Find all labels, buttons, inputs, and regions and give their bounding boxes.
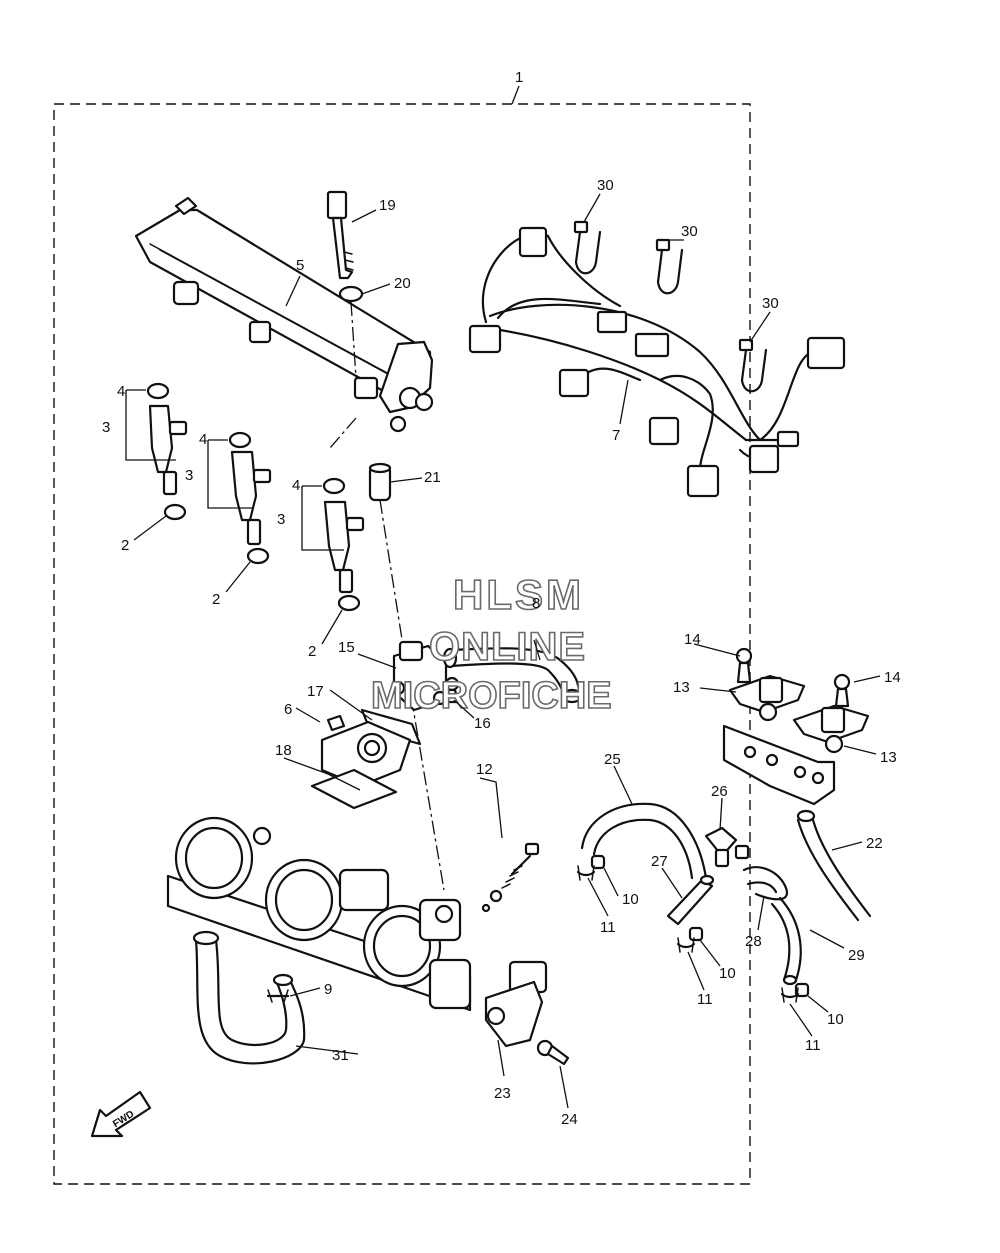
callout-29: 29 [848,947,865,964]
injector-left[interactable] [146,382,188,521]
callout-4a: 4 [117,383,125,400]
hose-8[interactable] [442,647,583,704]
callout-4b: 4 [199,431,207,448]
callout-17: 17 [307,683,324,700]
injector-right[interactable] [322,477,365,612]
callout-2a: 2 [121,537,129,554]
callouts: 1 19 5 20 4 3 4 3 4 3 21 2 2 2 30 30 30 … [102,69,901,1128]
callout-14a: 14 [684,631,701,648]
callout-21: 21 [424,469,441,486]
washer-20[interactable] [338,285,364,303]
leader-lines [125,193,881,1109]
bolt-24[interactable] [536,1039,570,1066]
callout-4c: 4 [292,477,300,494]
clip-30-bottom[interactable] [738,338,768,393]
hose-27[interactable] [666,874,715,926]
hose-25[interactable] [580,802,708,880]
watermark-line1: HLSM [453,571,584,618]
callout-13a: 13 [673,679,690,696]
callout-9: 9 [324,981,332,998]
callout-13b: 13 [880,749,897,766]
callout-19: 19 [379,197,396,214]
joint-26[interactable] [704,826,750,868]
callout-10a: 10 [622,891,639,908]
callout-31: 31 [332,1047,349,1064]
callout-1: 1 [515,69,523,86]
fwd-arrow-icon [90,1090,152,1138]
callout-7: 7 [612,427,620,444]
callout-10b: 10 [719,965,736,982]
callout-26: 26 [711,783,728,800]
bolt-14-left[interactable] [735,647,753,684]
bolt-19[interactable] [326,190,354,280]
watermark-line3: MICROFICHE [371,675,612,717]
mounting-plate[interactable] [722,724,836,806]
callout-11c: 11 [805,1037,821,1054]
watermark-line2: ONLINE [429,625,586,669]
callout-27: 27 [651,853,668,870]
callout-20: 20 [394,275,411,292]
bracket-13-upper[interactable] [728,674,806,722]
callout-5: 5 [296,257,304,274]
gasket-18[interactable] [310,768,398,810]
cap-10-upper[interactable] [590,854,606,870]
callout-6: 6 [284,701,292,718]
cap-10-lower[interactable] [794,982,810,998]
clip-11-upper[interactable] [576,865,596,881]
callout-2b: 2 [212,591,220,608]
clip-30-middle[interactable] [655,238,684,295]
wire-harness[interactable] [468,226,846,498]
callout-16: 16 [474,715,491,732]
hose-22[interactable] [796,809,872,922]
clamp-9[interactable] [266,989,290,1003]
callout-14b: 14 [884,669,901,686]
fuel-rail[interactable] [134,196,434,433]
callout-22: 22 [866,835,883,852]
callout-15: 15 [338,639,355,656]
bolt-16[interactable] [444,676,460,704]
cap-10-middle[interactable] [688,926,704,942]
callout-18: 18 [275,742,292,759]
injector-middle[interactable] [228,431,272,565]
callout-3a: 3 [102,419,110,436]
bolt-14-right[interactable] [833,673,851,708]
callout-3c: 3 [277,511,285,528]
callout-30a: 30 [597,177,614,194]
callout-24: 24 [561,1111,578,1128]
callout-2c: 2 [308,643,316,660]
spring-kit-12[interactable] [481,842,540,913]
callout-10c: 10 [827,1011,844,1028]
callout-3b: 3 [185,467,193,484]
callout-23: 23 [494,1085,511,1102]
sensor-23[interactable] [484,960,548,1048]
clip-11-lower[interactable] [780,987,800,1003]
hose-29[interactable] [770,896,802,986]
callout-30b: 30 [681,223,698,240]
callout-11b: 11 [697,991,713,1008]
hose-28[interactable] [742,866,789,901]
collar-21[interactable] [368,462,392,502]
callout-12: 12 [476,761,493,778]
callout-25: 25 [604,751,621,768]
callout-11a: 11 [600,919,616,936]
clip-30-top[interactable] [573,220,602,275]
assembly-boundary-frame [53,103,751,1185]
bracket-13-lower[interactable] [792,704,870,754]
hose-31[interactable] [192,930,306,1065]
callout-30c: 30 [762,295,779,312]
sensor-housing-6[interactable] [320,714,412,788]
clip-11-middle[interactable] [676,937,696,953]
throttle-body[interactable] [166,816,472,1012]
callout-8: 8 [532,595,540,612]
callout-28: 28 [745,933,762,950]
sensor-15[interactable] [390,640,448,712]
